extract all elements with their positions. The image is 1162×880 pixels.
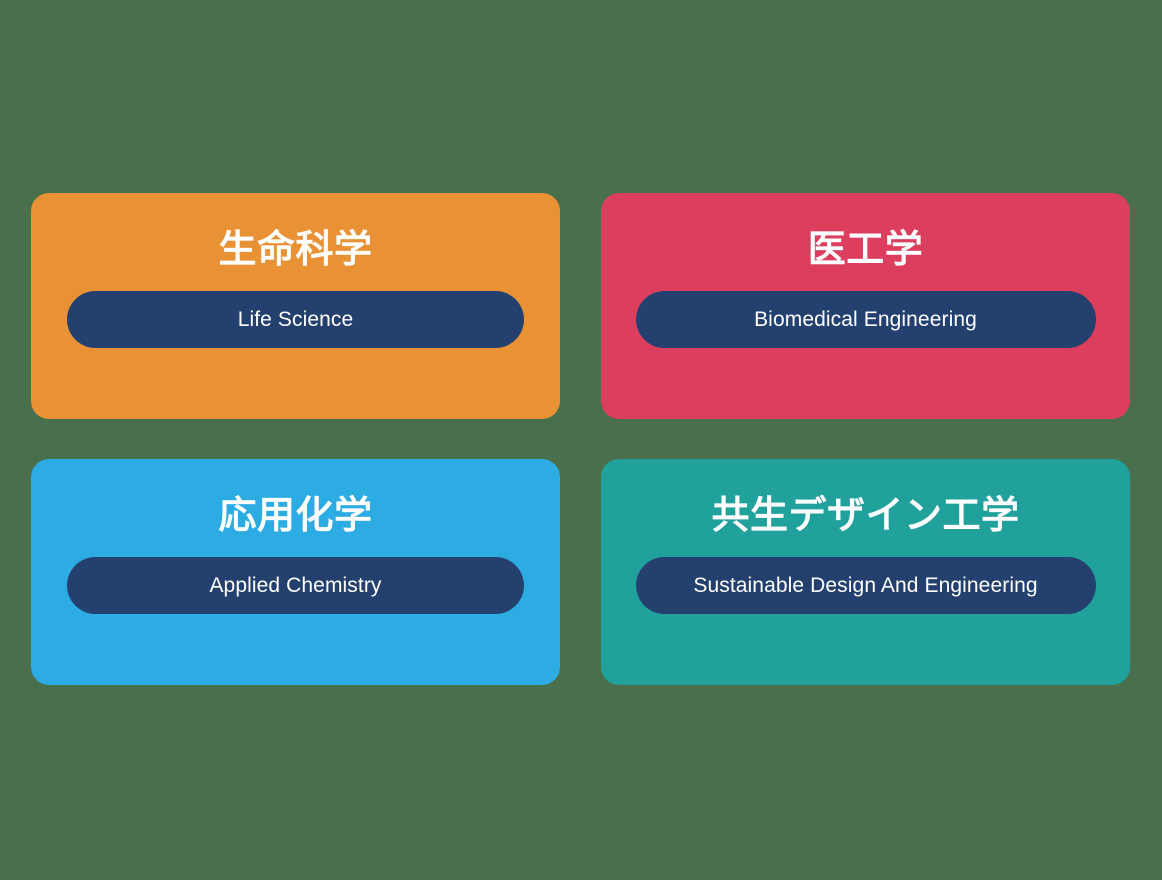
department-title-japanese: 生命科学 <box>218 229 373 271</box>
department-card-grid: 生命科学 Life Science 医工学 Biomedical Enginee… <box>31 193 1131 685</box>
department-title-english: Sustainable Design And Engineering <box>693 573 1038 597</box>
department-card-life-science[interactable]: 生命科学 Life Science <box>31 193 560 419</box>
department-english-name-pill[interactable]: Applied Chemistry <box>67 556 524 614</box>
department-english-name-pill[interactable]: Life Science <box>67 290 524 348</box>
department-english-name-pill[interactable]: Sustainable Design And Engineering <box>635 556 1096 614</box>
department-title-english: Biomedical Engineering <box>754 307 977 331</box>
department-title-english: Applied Chemistry <box>209 573 382 597</box>
department-title-japanese: 医工学 <box>807 229 924 271</box>
department-card-sustainable-design-and-engineering[interactable]: 共生デザイン工学 Sustainable Design And Engineer… <box>601 459 1130 685</box>
department-card-biomedical-engineering[interactable]: 医工学 Biomedical Engineering <box>601 193 1130 419</box>
department-english-name-pill[interactable]: Biomedical Engineering <box>635 290 1096 348</box>
department-title-english: Life Science <box>237 307 354 331</box>
department-title-japanese: 共生デザイン工学 <box>711 495 1020 537</box>
department-title-japanese: 応用化学 <box>218 495 373 537</box>
department-card-applied-chemistry[interactable]: 応用化学 Applied Chemistry <box>31 459 560 685</box>
